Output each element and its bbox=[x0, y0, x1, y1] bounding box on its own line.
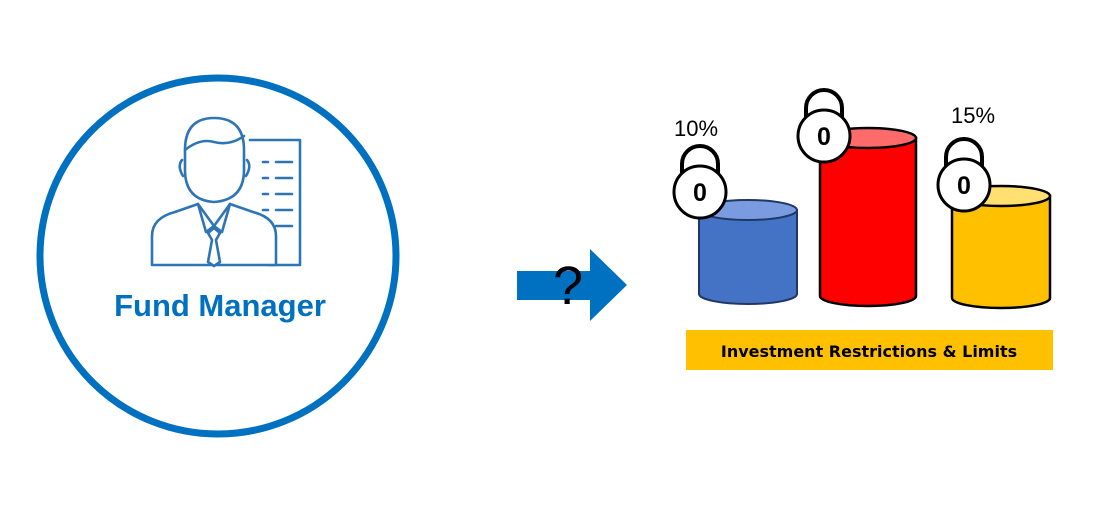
connector: ? bbox=[517, 249, 627, 321]
padlock-icon: 0 bbox=[672, 144, 728, 220]
padlock-digit: 0 bbox=[817, 123, 831, 151]
padlock-digit: 0 bbox=[693, 179, 707, 207]
padlock-icon: 0 bbox=[936, 137, 992, 213]
padlock-digit: 0 bbox=[957, 172, 971, 200]
fund-manager-node: Fund Manager bbox=[36, 74, 400, 438]
banner-label: Investment Restrictions & Limits bbox=[721, 342, 1017, 361]
right-arrow-icon bbox=[517, 249, 627, 321]
restrictions-group: 10% 15% 0 0 0 Investment Restrictions & … bbox=[672, 88, 1053, 370]
businessman-with-document-icon bbox=[150, 116, 302, 268]
cylinder-blue-percent-label: 10% bbox=[674, 116, 718, 141]
padlock-icon: 0 bbox=[796, 88, 852, 164]
cylinder-yellow-percent-label: 15% bbox=[951, 103, 995, 128]
restrictions-banner: Investment Restrictions & Limits bbox=[686, 330, 1053, 370]
question-mark: ? bbox=[553, 256, 583, 316]
fund-manager-label: Fund Manager bbox=[114, 288, 326, 323]
banner-background bbox=[686, 330, 1053, 370]
